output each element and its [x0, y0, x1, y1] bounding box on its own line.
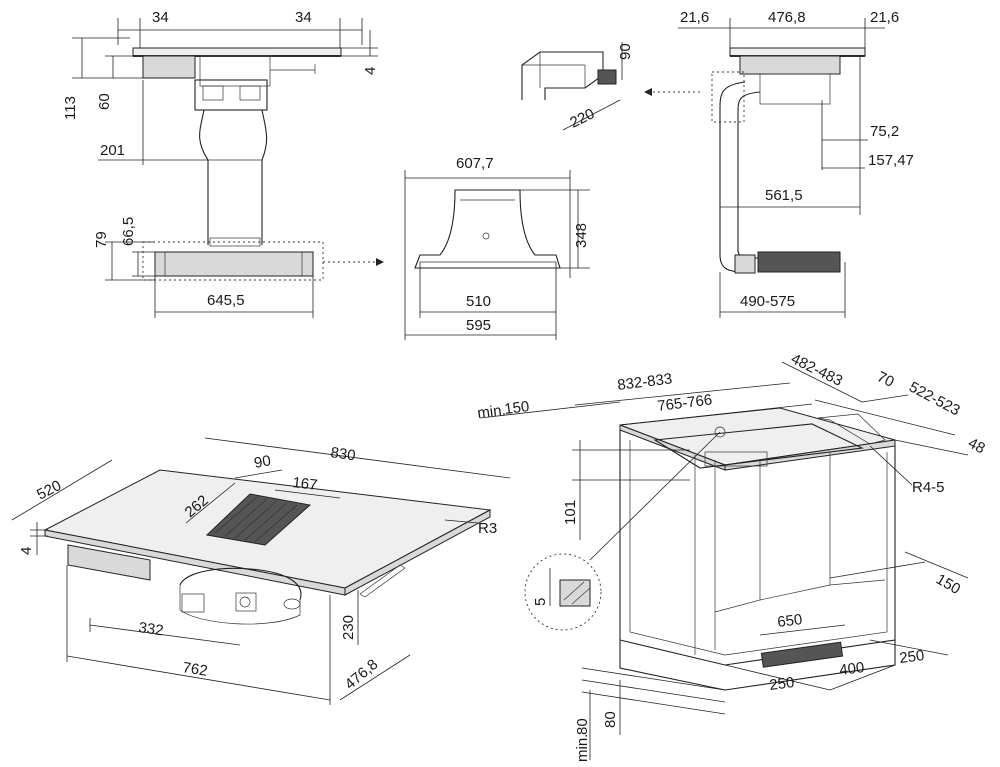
- dim-21-6-left: 21,6: [680, 9, 709, 26]
- dim-75-2: 75,2: [870, 123, 899, 140]
- dim-cab-832-833: 832-833: [616, 370, 673, 394]
- elbow-detail: 90 220: [521, 42, 634, 132]
- dim-cab-101: 101: [562, 500, 579, 525]
- dim-cab-400: 400: [838, 659, 865, 679]
- dim-cab-48: 48: [965, 435, 988, 458]
- dim-iso-332: 332: [137, 619, 164, 639]
- dim-cab-150-right: 150: [933, 571, 963, 598]
- dim-490-575: 490-575: [740, 293, 795, 310]
- dim-561-5: 561,5: [765, 187, 803, 204]
- dim-cab-min80: 80: [574, 718, 591, 735]
- dim-476-8: 476,8: [768, 9, 806, 26]
- dim-top-right-34: 34: [295, 9, 312, 26]
- dim-cab-5: 5: [532, 598, 549, 606]
- dim-cab-70: 70: [874, 368, 896, 391]
- dim-iso-230: 230: [340, 615, 357, 640]
- dim-iso-90: 90: [253, 452, 272, 472]
- dim-21-6-right: 21,6: [870, 9, 899, 26]
- dim-iso-476-8: 476,8: [342, 656, 382, 693]
- dim-cab-250-a: 250: [768, 674, 795, 694]
- dim-cab-522-523: 522-523: [906, 379, 963, 420]
- dim-iso-167: 167: [292, 474, 319, 494]
- dim-66-5: 66,5: [120, 217, 137, 246]
- dim-607-7: 607,7: [456, 155, 494, 172]
- dim-cab-482-483: 482-483: [788, 350, 845, 389]
- hob-section-view: 34 34 113 60: [62, 9, 384, 318]
- dim-60: 60: [96, 93, 113, 110]
- dim-510: 510: [466, 293, 491, 310]
- dim-157-47: 157,47: [868, 152, 914, 169]
- dim-iso-762: 762: [181, 659, 208, 680]
- dim-201: 201: [100, 142, 125, 159]
- dim-iso-4: 4: [18, 547, 35, 555]
- dim-645-5: 645,5: [207, 292, 245, 309]
- dim-4-top: 4: [362, 67, 379, 75]
- dim-top-left-34: 34: [152, 9, 169, 26]
- dim-90: 90: [617, 43, 634, 60]
- dim-cab-min-label: min.: [476, 402, 506, 422]
- dim-79: 79: [93, 231, 110, 248]
- hob-isometric-view: 520 830 90 167 262 R3 4 332 230 762: [11, 437, 511, 705]
- dim-cab-min150: 150: [503, 398, 530, 418]
- hob-side-view: 21,6 476,8 21,6 75,2 157,47 561,5 490-57…: [644, 9, 914, 318]
- dim-220: 220: [567, 105, 597, 131]
- dim-cab-250-b: 250: [898, 647, 925, 667]
- dim-348: 348: [573, 223, 590, 248]
- dim-iso-830: 830: [329, 444, 356, 464]
- dim-113: 113: [62, 96, 79, 120]
- hood-detail: 607,7 348 510 595: [404, 155, 590, 340]
- dim-iso-r3: R3: [478, 520, 497, 537]
- dim-cab-80: 80: [602, 711, 619, 728]
- dim-cab-650: 650: [776, 611, 803, 631]
- dim-cab-765-766: 765-766: [656, 391, 713, 415]
- cabinet-installation-view: 5 min. 150 832-833 765-766 482-483 70 52…: [476, 350, 987, 762]
- dim-595: 595: [466, 317, 491, 334]
- dim-cab-min80-label: min.: [574, 734, 591, 762]
- dim-cab-r4-5: R4-5: [912, 479, 945, 496]
- dim-iso-520: 520: [34, 477, 64, 504]
